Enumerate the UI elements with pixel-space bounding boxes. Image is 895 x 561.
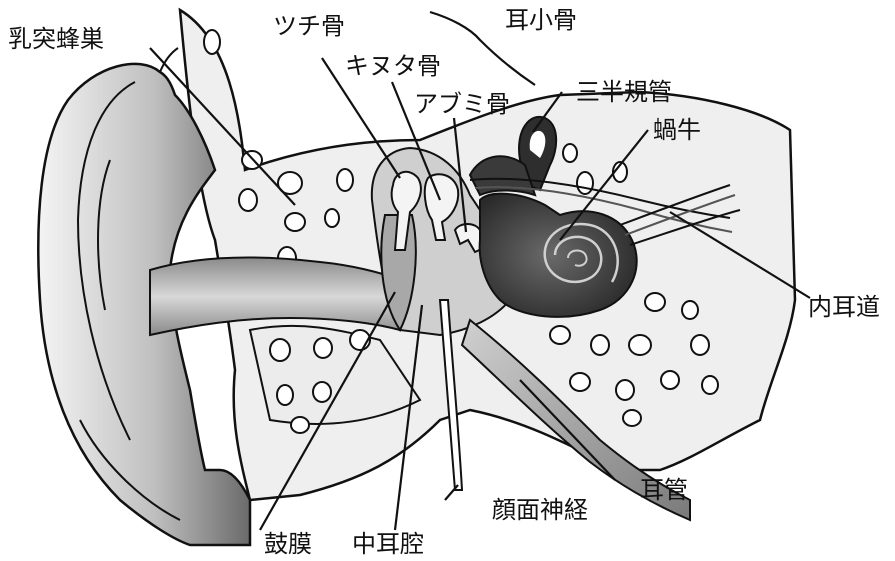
label-middle-ear-cavity: 中耳腔 (352, 532, 424, 556)
label-eustachian-tube: 耳管 (640, 478, 688, 502)
label-cochlea: 蝸牛 (653, 118, 701, 142)
label-malleus: ツチ骨 (273, 14, 345, 38)
label-semicircular-canals: 三半規管 (576, 80, 672, 104)
label-stapes: アブミ骨 (414, 92, 510, 116)
label-eardrum: 鼓膜 (264, 532, 312, 556)
label-incus: キヌタ骨 (345, 54, 441, 78)
label-internal-auditory-canal: 内耳道 (808, 295, 880, 319)
label-facial-nerve: 顔面神経 (492, 498, 588, 522)
label-ossicles: 耳小骨 (505, 8, 577, 32)
label-mastoid-cells: 乳突蜂巣 (8, 27, 104, 51)
